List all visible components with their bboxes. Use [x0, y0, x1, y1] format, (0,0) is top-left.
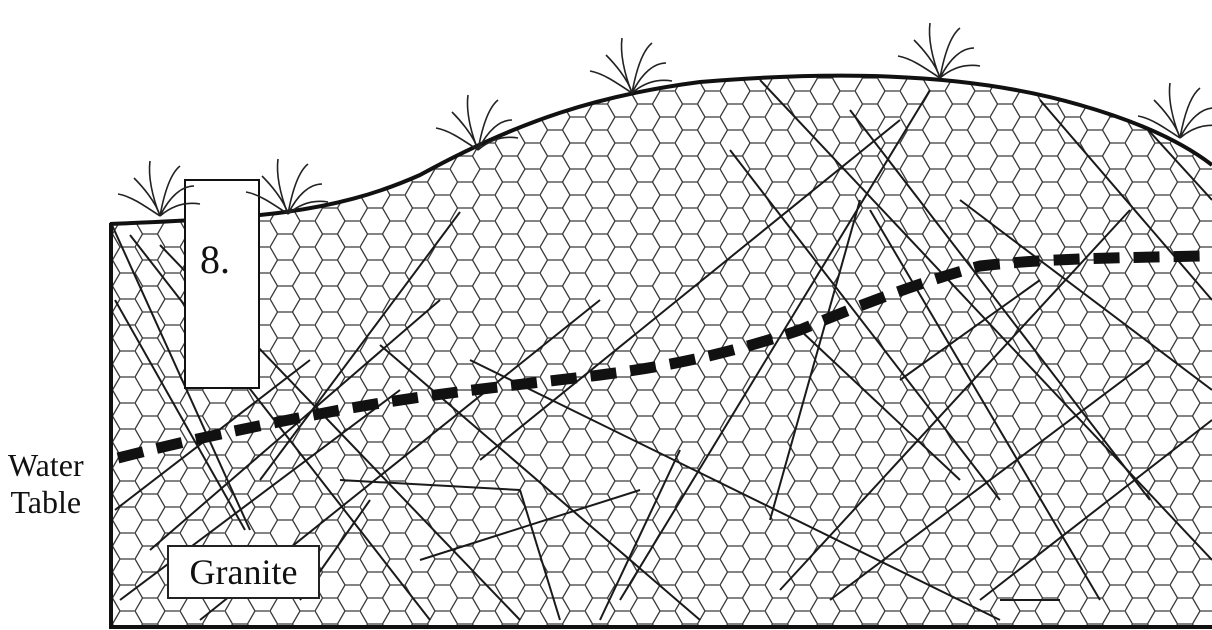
granite-label: Granite: [167, 545, 320, 599]
well-shaft: [185, 180, 259, 388]
grass-tuft-icon: [590, 38, 672, 93]
water-table-label: Water Table: [8, 447, 84, 521]
water-table-label-line2: Table: [8, 484, 84, 521]
grass-tuft-icon: [898, 23, 980, 78]
water-table-label-line1: Water: [8, 447, 84, 484]
well-number-label: 8.: [200, 236, 230, 283]
